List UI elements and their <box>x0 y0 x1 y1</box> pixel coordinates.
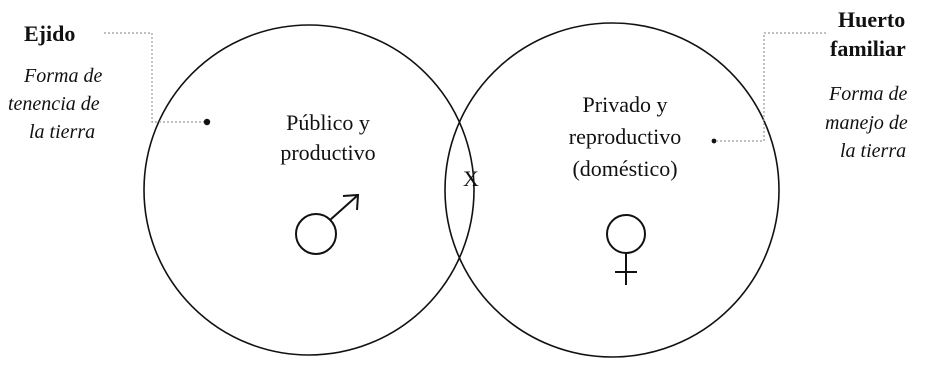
right-circle <box>444 22 780 358</box>
ejido-leader-dot <box>203 118 211 126</box>
left-circle-line-1: Público y <box>286 110 370 135</box>
right-circle-line-3: (doméstico) <box>572 156 677 181</box>
huerto-leader-dot <box>711 138 717 144</box>
huerto-leader-line <box>717 32 826 142</box>
huerto-desc-line-1: Forma de <box>828 83 907 105</box>
left-circle <box>143 24 475 356</box>
ejido-desc-line-3: la tierra <box>29 121 95 143</box>
ejido-leader-line <box>104 32 205 123</box>
ejido-desc-line-2: tenencia de <box>8 93 100 115</box>
huerto-desc-line-3: la tierra <box>840 140 906 162</box>
intersection-mark: X <box>463 166 479 191</box>
male-symbol-icon <box>295 193 360 255</box>
right-circle-line-2: reproductivo <box>569 124 681 149</box>
ejido-title: Ejido <box>24 21 75 46</box>
huerto-title-line-1: Huerto <box>838 7 905 32</box>
left-circle-line-2: productivo <box>280 140 375 165</box>
huerto-desc-line-2: manejo de <box>825 112 908 134</box>
huerto-title-line-2: familiar <box>830 36 906 61</box>
female-symbol-icon <box>606 214 646 285</box>
ejido-desc-line-1: Forma de <box>23 65 102 87</box>
right-circle-line-1: Privado y <box>583 92 668 117</box>
